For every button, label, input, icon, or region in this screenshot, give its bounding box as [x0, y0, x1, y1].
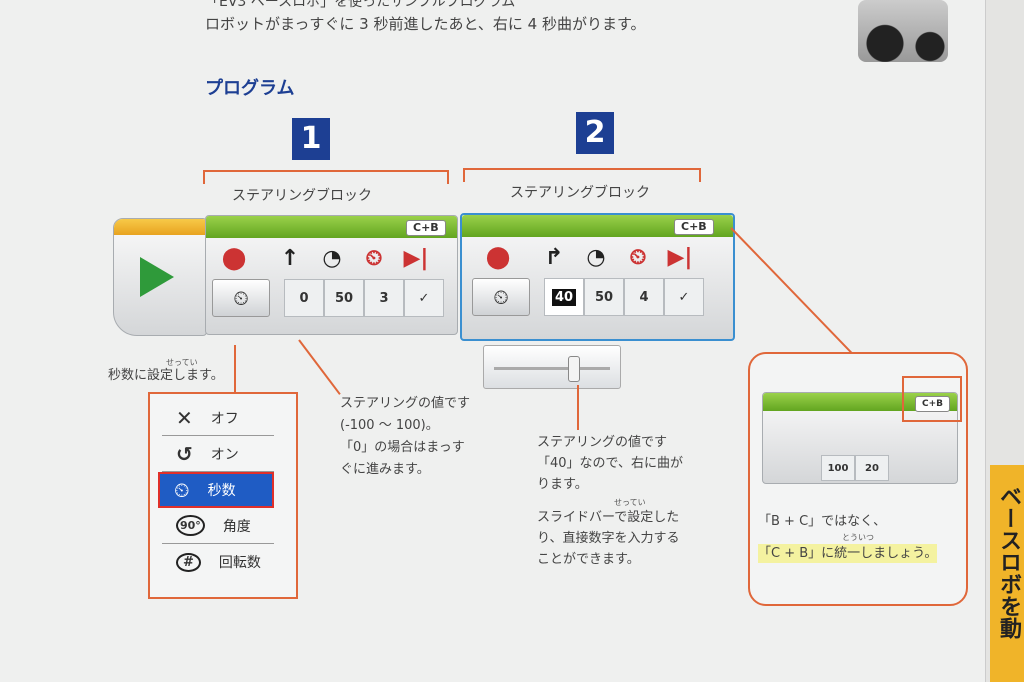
menu-item-rotations[interactable]: #回転数	[162, 544, 274, 580]
example-value: 20	[855, 455, 889, 481]
robot-image	[858, 0, 948, 62]
on-icon: ↺	[176, 441, 193, 466]
power-value[interactable]: 50	[324, 279, 364, 317]
power-value[interactable]: 50	[584, 278, 624, 316]
step-1-bracket	[203, 170, 449, 184]
intro-line-2: ロボットがまっすぐに 3 秒前進したあと、右に 4 秒曲がります。	[205, 15, 646, 33]
play-icon	[140, 257, 174, 297]
off-icon: ✕	[176, 405, 193, 430]
clock-icon: ⏲	[174, 478, 190, 502]
timer-icon: ⏲	[629, 245, 647, 270]
port-label[interactable]: C+B	[406, 220, 446, 236]
mode-note-group: せってい 秒数に設定します。	[108, 358, 224, 384]
timer-icon: ⏲	[365, 246, 383, 271]
power-icon: ◔	[586, 245, 606, 270]
example-block: C+B 100 20	[762, 392, 958, 484]
rotations-icon: #	[176, 552, 201, 572]
menu-item-seconds[interactable]: ⏲秒数	[158, 472, 274, 508]
port-note-box: C+B 100 20 「B + C」ではなく、 とういつ 「C + B」に統一し…	[748, 352, 968, 606]
mode-note: 秒数に設定します。	[108, 368, 224, 383]
mode-selector-button[interactable]: ⏲	[472, 278, 530, 316]
connector-line	[577, 385, 579, 430]
side-tab: ベースロボを動	[990, 465, 1024, 682]
steering-value[interactable]: 40	[544, 278, 584, 316]
port-note-ruby: とういつ	[842, 533, 874, 542]
power-icon: ◔	[322, 246, 342, 271]
mode-selector-button[interactable]: ⏲	[212, 279, 270, 317]
step-2-badge: 2	[576, 112, 614, 154]
seconds-value[interactable]: 4	[624, 278, 664, 316]
start-block[interactable]	[113, 218, 207, 336]
step-2-label: ステアリングブロック	[510, 185, 650, 201]
mode-menu: ✕オフ ↺オン ⏲秒数 90°角度 #回転数	[148, 392, 298, 599]
steering-note: ステアリングの値です(-100 ～ 100)。「0」の場合はまっすぐに進みます。	[340, 396, 471, 477]
menu-item-off[interactable]: ✕オフ	[162, 400, 274, 436]
port-note-line-1: 「B + C」ではなく、	[758, 514, 887, 529]
port-note-line-2: 「C + B」に統一しましょう。	[758, 544, 938, 563]
steering-slider[interactable]	[483, 345, 621, 389]
brake-icon: ▶|	[667, 245, 693, 270]
motor-steering-icon: ⬤	[221, 246, 247, 271]
motor-steering-icon: ⬤	[485, 245, 511, 270]
mode-note-ruby: せってい	[166, 358, 198, 367]
connector-line	[730, 227, 856, 357]
intro-line-1: 「EV3 ベースロボ」を使ったサンプルプログラム	[205, 0, 516, 10]
brake-icon: ▶|	[403, 246, 429, 271]
example-port-label: C+B	[915, 396, 951, 412]
step-1-label: ステアリングブロック	[232, 188, 372, 204]
connector-line	[298, 339, 341, 395]
brake-value[interactable]: ✓	[664, 278, 704, 316]
slider-note: ステアリングの値です「40」なので、右に曲がります。 せってい スライドバーで設…	[537, 435, 684, 567]
port-highlight-box	[902, 376, 962, 422]
steering-block-2[interactable]: C+B ⬤ ↱ ◔ ⏲ ▶| ⏲ 40 50 4 ✓	[460, 213, 735, 341]
step-1-badge: 1	[292, 118, 330, 160]
arrow-up-icon: ↑	[280, 246, 300, 271]
steering-block-1[interactable]: C+B ⬤ ↑ ◔ ⏲ ▶| ⏲ 0 50 3 ✓	[205, 215, 458, 335]
section-heading: プログラム	[205, 78, 295, 99]
steering-value[interactable]: 0	[284, 279, 324, 317]
slider-thumb[interactable]	[568, 356, 580, 382]
brake-value[interactable]: ✓	[404, 279, 444, 317]
port-label[interactable]: C+B	[674, 219, 714, 235]
menu-item-degrees[interactable]: 90°角度	[162, 508, 274, 544]
step-2-bracket	[463, 168, 701, 182]
slider-note-ruby: せってい	[614, 498, 646, 507]
port-note-text: 「B + C」ではなく、 とういつ 「C + B」に統一しましょう。	[758, 512, 938, 563]
degrees-icon: 90°	[176, 515, 205, 536]
turn-right-icon: ↱	[544, 245, 564, 270]
example-value: 100	[821, 455, 855, 481]
connector-line	[234, 345, 236, 393]
seconds-value[interactable]: 3	[364, 279, 404, 317]
menu-item-on[interactable]: ↺オン	[162, 436, 274, 472]
